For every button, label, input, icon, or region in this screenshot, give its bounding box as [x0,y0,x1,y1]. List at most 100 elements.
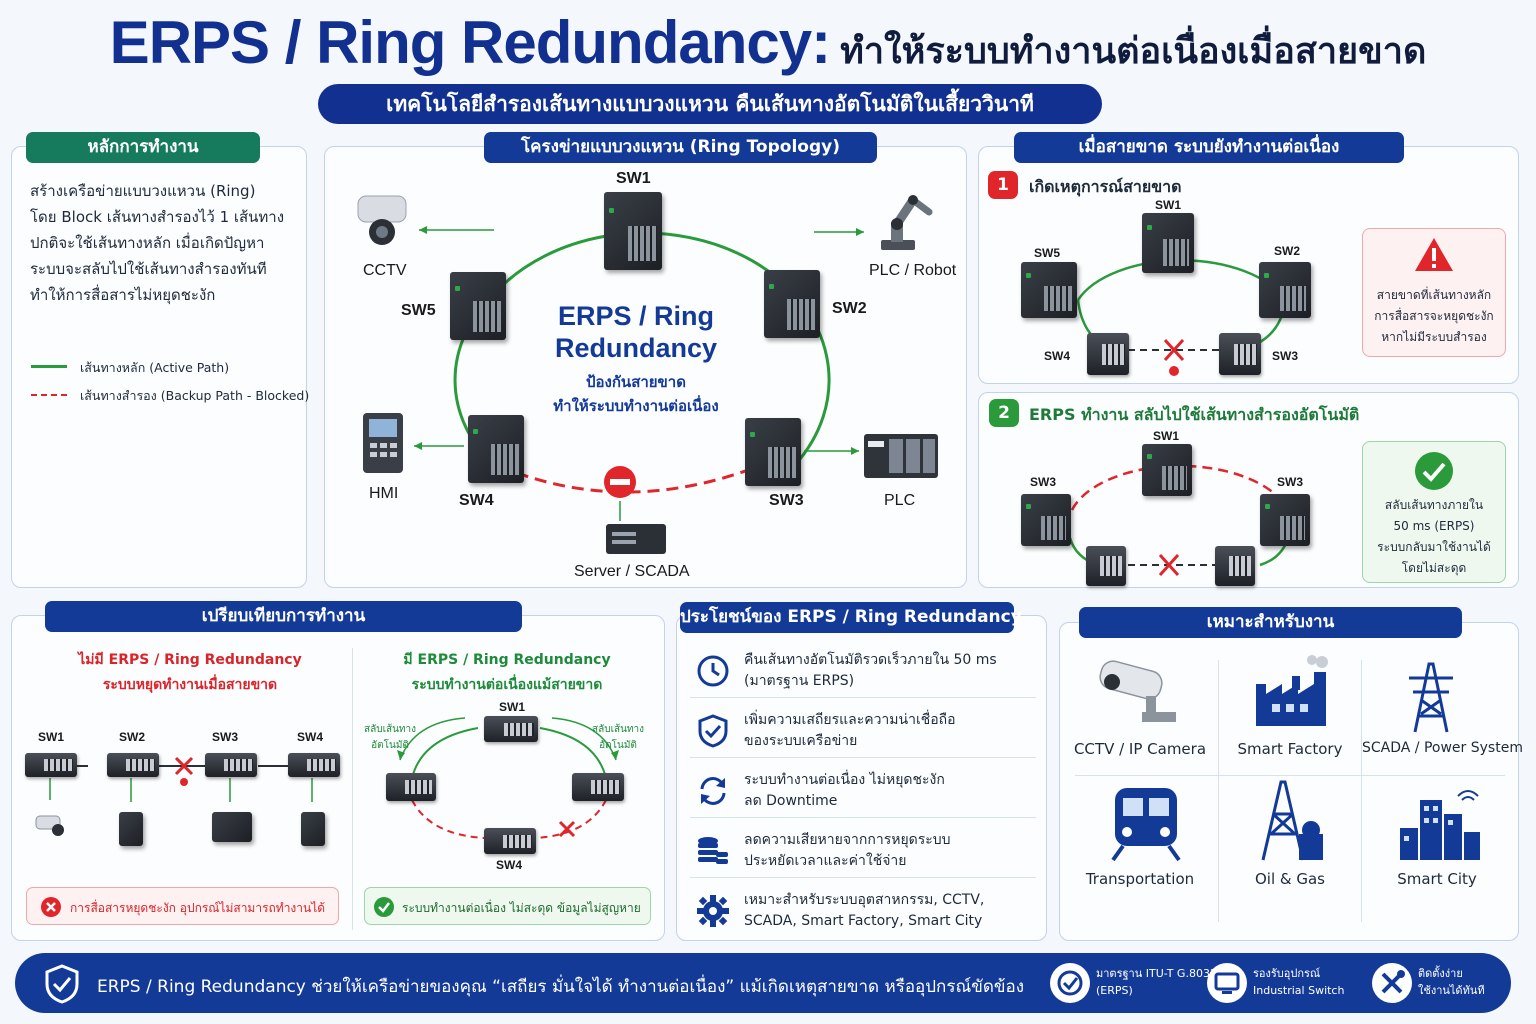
benefit-item: ระบบทำงานต่อเนื่อง ไม่หยุดชะงักลด Downti… [690,762,1036,818]
with-auto-right: สลับเส้นทาง อัตโนมัติ [592,722,644,754]
with-label-sw1: SW1 [499,700,526,714]
step1-switch-sw3 [1219,333,1261,375]
chip-line: (ERPS) [1096,984,1133,997]
server-icon [606,524,666,554]
ring-center-title: ERPS / Ring Redundancy [500,300,772,364]
benefit-line: ประหยัดเวลาและค่าใช้จ่าย [744,853,907,869]
label-sw4: SW4 [459,492,494,509]
benefit-item: เหมาะสำหรับระบบอุตสาหกรรม, CCTV,SCADA, S… [690,882,1036,938]
with-switch-sw4 [484,828,536,854]
benefit-line: ลด Downtime [744,793,838,809]
benefit-item: คืนเส้นทางอัตโนมัติรวดเร็วภายใน 50 ms(มา… [690,642,1036,698]
hmi-panel-icon [363,413,403,473]
benefit-text: เหมาะสำหรับระบบอุตสาหกรรม, CCTV,SCADA, S… [744,890,984,932]
page-title: ERPS / Ring Redundancy:ทำให้ระบบทำงานต่อ… [0,8,1536,79]
ok-line: ระบบกลับมาใช้งานได้ [1377,540,1491,554]
switch-sw1 [604,192,662,270]
train-icon [1111,788,1181,862]
tools-icon [1372,963,1412,1003]
with-title: มี ERPS / Ring Redundancy [403,652,611,668]
benefits-title: ประโยชน์ของ ERPS / Ring Redundancy [680,602,1022,633]
ring-center-sub-2: ทำให้ระบบทำงานต่อเนื่อง [553,397,719,415]
switch-sw5 [450,272,506,340]
without-switch-sw3 [205,753,257,777]
principle-text: สร้างเครือข่ายแบบวงแหวน (Ring) โดย Block… [30,178,284,308]
cctv-camera-icon [357,195,407,245]
switch-sw2 [764,270,820,338]
check-circle-icon [1415,452,1453,490]
switch-sw4 [468,415,524,483]
benefit-text: ลดความเสียหายจากการหยุดระบบประหยัดเวลาแล… [744,830,951,872]
usecase-label-oil: Oil & Gas [1254,870,1325,888]
legend-active-line [31,365,67,368]
error-icon [41,897,61,917]
benefit-text: คืนเส้นทางอัตโนมัติรวดเร็วภายใน 50 ms(มา… [744,650,997,692]
label-plc: PLC [884,492,916,509]
chip-line: ใช้งานได้ทันที [1418,984,1485,997]
step2-label-right: SW3 [1277,475,1304,489]
label-robot: PLC / Robot [869,262,957,279]
legend-active-label: เส้นทางหลัก (Active Path) [80,360,230,375]
arrow [856,228,864,236]
compare-divider [352,648,353,930]
label-sw5: SW5 [401,302,436,319]
small-plc-icon [212,812,252,842]
without-label-sw1: SW1 [38,730,65,744]
chip-text: มาตรฐาน ITU-T G.8032(ERPS) [1096,965,1217,999]
usecase-divider [1218,660,1219,922]
ring-center-sub: ป้องกันสายขาด ทำให้ระบบทำงานต่อเนื่อง [500,370,772,418]
chip-line: ติดตั้งง่าย [1418,967,1463,980]
usecase-label-factory: Smart Factory [1237,740,1343,758]
footer-chip-standard: มาตรฐาน ITU-T G.8032(ERPS) [1050,960,1217,1006]
with-result: ระบบทำงานต่อเนื่อง ไม่สะดุด ข้อมูลไม่สูญ… [402,901,641,915]
with-auto-left: สลับเส้นทาง อัตโนมัติ [364,722,416,754]
usecase-label-scada: SCADA / Power System [1362,740,1523,756]
check-small-icon [374,897,394,917]
step2-switch-right [1260,494,1310,546]
label-sw1: SW1 [616,170,651,187]
step1-switch-sw1 [1142,213,1194,273]
small-device-icon [301,812,325,846]
gear-icon [697,895,729,927]
chip-line: รองรับอุปกรณ์ [1253,967,1321,980]
with-ring-diagram [397,717,619,839]
label-sw3: SW3 [769,492,804,509]
topology-title: โครงข่ายแบบวงแหวน (Ring Topology) [484,132,877,163]
benefit-line: SCADA, Smart Factory, Smart City [744,913,983,929]
principle-line: ทำให้การสื่อสารไม่หยุดชะงัก [30,286,216,304]
usecase-label-transport: Transportation [1085,870,1195,888]
robot-arm-icon [881,195,933,250]
principle-line: สร้างเครือข่ายแบบวงแหวน (Ring) [30,182,256,200]
principle-line: ปกติจะใช้เส้นทางหลัก เมื่อเกิดปัญหา [30,234,265,252]
with-switch-sw1 [484,716,538,742]
coins-icon [698,837,728,864]
with-label-sw4: SW4 [496,858,523,872]
step1-alert-text: สายขาดที่เส้นทางหลัก การสื่อสารจะหยุดชะง… [1362,285,1506,348]
step2-ok-text: สลับเส้นทางภายใน 50 ms (ERPS) ระบบกลับมา… [1362,495,1506,579]
ring-center-title-1: ERPS / Ring [557,301,714,331]
title-english: ERPS / Ring Redundancy: [109,9,831,76]
without-label-sw4: SW4 [297,730,324,744]
ok-line: โดยไม่สะดุด [1401,561,1467,575]
warning-icon [1415,238,1453,271]
without-result: การสื่อสารหยุดชะงัก อุปกรณ์ไม่สามารถทำงา… [70,901,326,915]
title-thai: ทำให้ระบบทำงานต่อเนื่องเมื่อสายขาด [840,31,1427,72]
shield-check-icon [45,964,79,1004]
compare-panel [11,615,665,941]
failover-title: เมื่อสายขาด ระบบยังทำงานต่อเนื่อง [1014,132,1404,163]
without-title: ไม่มี ERPS / Ring Redundancy [78,652,302,668]
legend-backup-label: เส้นทางสำรอง (Backup Path - Blocked) [80,388,310,403]
without-result-box [26,887,339,925]
benefit-line: ลดความเสียหายจากการหยุดระบบ [744,832,951,848]
auto-line: อัตโนมัติ [371,740,409,751]
small-hmi-icon [119,812,143,846]
label-sw2: SW2 [832,300,867,317]
principle-line: โดย Block เส้นทางสำรองไว้ 1 เส้นทาง [30,208,285,226]
ring-diagram [414,226,864,521]
step2-label-sw1: SW1 [1153,429,1180,443]
footer-message: ERPS / Ring Redundancy ช่วยให้เครือข่ายข… [97,977,1025,997]
label-cctv: CCTV [363,262,407,279]
switch-sw3 [745,418,801,486]
benefits-panel [676,615,1047,941]
auto-line: อัตโนมัติ [599,740,637,751]
